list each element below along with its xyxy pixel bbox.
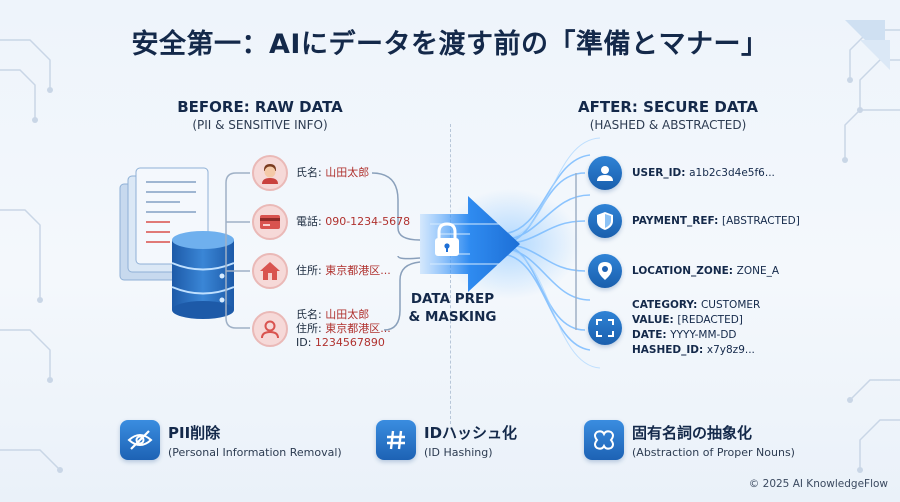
pii-text: 住所: 東京都港区... — [296, 264, 391, 278]
credit-card-icon — [252, 204, 288, 240]
secure-value: YYYY-MM-DD — [670, 329, 737, 341]
before-subheading: (PII & SENSITIVE INFO) — [192, 118, 328, 132]
before-heading-block: BEFORE: RAW DATA (PII & SENSITIVE INFO) — [160, 98, 360, 132]
feature-subtitle: (Abstraction of Proper Nouns) — [632, 445, 795, 459]
secure-value: a1b2c3d4e5f6... — [689, 166, 775, 179]
secure-row-location: LOCATION_ZONE: ZONE_A — [588, 254, 779, 288]
after-subheading: (HASHED & ABSTRACTED) — [589, 118, 747, 132]
user-icon — [588, 156, 622, 190]
secure-text: USER_ID: a1b2c3d4e5f6... — [632, 166, 775, 181]
pii-row-combined: 氏名: 山田太郎 住所: 東京都港区... ID: 1234567890 — [252, 308, 391, 350]
shield-icon — [588, 204, 622, 238]
pii-text: 氏名: 山田太郎 住所: 東京都港区... ID: 1234567890 — [296, 308, 391, 350]
pii-value: 1234567890 — [314, 336, 385, 349]
page-title: 安全第一：AIにデータを渡す前の「準備とマナー」 — [131, 29, 769, 60]
secure-label: USER_ID: — [632, 166, 690, 179]
secure-value: CUSTOMER — [700, 299, 761, 311]
secure-text: LOCATION_ZONE: ZONE_A — [632, 264, 779, 279]
pii-row-name: 氏名: 山田太郎 — [252, 155, 369, 191]
pii-value: 山田太郎 — [325, 166, 370, 179]
pii-text: 氏名: 山田太郎 — [296, 166, 369, 180]
secure-label: VALUE: — [632, 314, 678, 326]
feature-pii-removal: PII削除 (Personal Information Removal) — [120, 420, 342, 460]
person-icon — [252, 155, 288, 191]
after-heading: AFTER: SECURE DATA — [578, 98, 758, 116]
feature-subtitle: (Personal Information Removal) — [168, 445, 342, 459]
eye-slash-icon — [120, 420, 160, 460]
pii-value: 東京都港区... — [325, 322, 391, 335]
pii-label: 住所: — [296, 322, 326, 335]
pii-label: 氏名: — [296, 166, 326, 179]
copyright-footer: © 2025 AI KnowledgeFlow — [748, 478, 888, 490]
pii-row-phone: 電話: 090-1234-5678 — [252, 204, 410, 240]
feature-title: 固有名詞の抽象化 — [632, 423, 753, 442]
pii-value: 山田太郎 — [325, 308, 370, 321]
pii-label: 電話: — [296, 215, 326, 228]
data-prep-label: DATA PREP & MASKING — [395, 290, 510, 326]
after-heading-block: AFTER: SECURE DATA (HASHED & ABSTRACTED) — [568, 98, 768, 132]
pii-row-address: 住所: 東京都港区... — [252, 253, 391, 289]
secure-value: [REDACTED] — [677, 314, 743, 326]
feature-title: PII削除 — [168, 423, 221, 442]
pii-label: 住所: — [296, 264, 326, 277]
secure-value: ZONE_A — [736, 264, 780, 277]
pii-label: ID: — [296, 336, 315, 349]
data-prep-line1: DATA PREP — [410, 291, 495, 307]
pii-label: 氏名: — [296, 308, 326, 321]
masking-arrow — [420, 196, 520, 292]
secure-label: DATE: — [632, 329, 671, 341]
focus-frame-icon — [588, 311, 622, 345]
secure-label: LOCATION_ZONE: — [632, 264, 737, 277]
location-pin-icon — [588, 254, 622, 288]
abstract-shape-icon — [584, 420, 624, 460]
pii-text: 電話: 090-1234-5678 — [296, 215, 410, 229]
data-prep-line2: & MASKING — [408, 309, 497, 325]
secure-text: CATEGORY: CUSTOMER VALUE: [REDACTED] DAT… — [632, 298, 760, 358]
secure-value: x7y8z9... — [706, 344, 755, 356]
user-profile-icon — [252, 311, 288, 347]
feature-subtitle: (ID Hashing) — [424, 445, 493, 459]
secure-row-user: USER_ID: a1b2c3d4e5f6... — [588, 156, 775, 190]
secure-label: PAYMENT_REF: — [632, 214, 722, 227]
lock-icon — [435, 222, 459, 256]
pii-value: 東京都港区... — [325, 264, 391, 277]
feature-id-hashing: IDハッシュ化 (ID Hashing) — [376, 420, 517, 460]
secure-row-combined: CATEGORY: CUSTOMER VALUE: [REDACTED] DAT… — [588, 298, 760, 358]
feature-proper-noun-abstraction: 固有名詞の抽象化 (Abstraction of Proper Nouns) — [584, 420, 795, 460]
house-icon — [252, 253, 288, 289]
database-icon — [171, 231, 235, 319]
secure-label: CATEGORY: — [632, 299, 701, 311]
secure-row-payment: PAYMENT_REF: [ABSTRACTED] — [588, 204, 800, 238]
secure-text: PAYMENT_REF: [ABSTRACTED] — [632, 214, 800, 229]
hash-icon — [376, 420, 416, 460]
before-heading: BEFORE: RAW DATA — [177, 98, 343, 116]
secure-value: [ABSTRACTED] — [722, 214, 800, 227]
feature-title: IDハッシュ化 — [424, 423, 518, 442]
pii-value: 090-1234-5678 — [325, 215, 411, 228]
secure-label: HASHED_ID: — [632, 344, 707, 356]
